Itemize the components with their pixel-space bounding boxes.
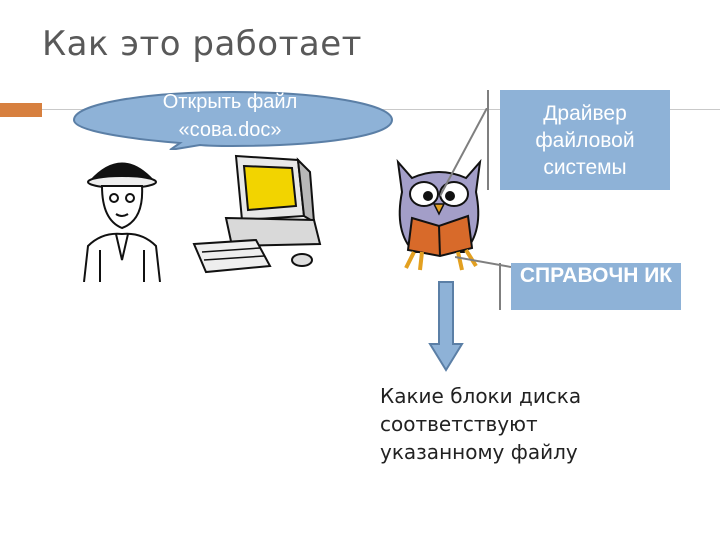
result-line-2: соответствуют bbox=[380, 412, 538, 436]
speech-bubble bbox=[72, 90, 394, 150]
down-arrow-icon bbox=[428, 281, 464, 372]
connector-owl-driver bbox=[440, 108, 488, 197]
driver-box-label: Драйвер файловой системы bbox=[535, 101, 635, 179]
connector-ref bbox=[499, 263, 501, 310]
connector-driver bbox=[487, 90, 489, 190]
result-text: Какие блоки диска соответствуют указанно… bbox=[380, 382, 680, 466]
driver-box: Драйвер файловой системы bbox=[500, 90, 670, 190]
accent-bar bbox=[0, 103, 42, 117]
computer-icon bbox=[192, 154, 322, 274]
man-icon bbox=[83, 162, 161, 282]
bubble-line-1: Открыть файл bbox=[162, 91, 298, 113]
result-line-3: указанному файлу bbox=[380, 440, 578, 464]
result-line-1: Какие блоки диска bbox=[380, 384, 582, 408]
bubble-line-2: «сова.doc» bbox=[178, 119, 282, 141]
slide-title: Как это работает bbox=[42, 24, 362, 64]
reference-box: СПРАВОЧН ИК bbox=[511, 263, 681, 310]
owl-reading-icon bbox=[396, 158, 482, 271]
bubble-text: Открыть файл «сова.doc» bbox=[100, 88, 360, 144]
reference-box-label: СПРАВОЧН ИК bbox=[519, 264, 673, 287]
connector-owl-ref bbox=[455, 256, 511, 268]
